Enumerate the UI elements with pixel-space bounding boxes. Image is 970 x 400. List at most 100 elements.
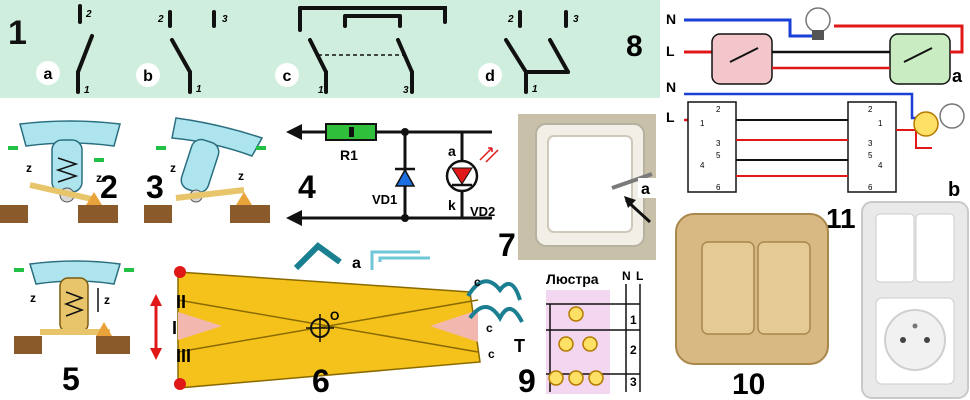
panel-11-left-contact-4: 4: [700, 161, 705, 170]
panel-11-right-contact-4: 4: [878, 161, 883, 170]
panel-1-background: [0, 0, 660, 98]
panel-10-key-right: [757, 241, 811, 335]
panel-7-label-a: a: [641, 181, 650, 198]
panel-2-green-mark-2: [94, 158, 104, 162]
panel-9-label-n: N: [622, 269, 631, 283]
socket-hole-right: [924, 337, 930, 343]
led-vd2-anode-label: a: [448, 143, 456, 159]
switch-b-label-badge: [136, 63, 160, 87]
panel-8-wiring: N L 8 a: [626, 7, 964, 86]
lightbulb-off-icon: [939, 103, 965, 129]
panel-4-arrow-top: [286, 124, 302, 140]
panel-7-screwdriver: [611, 172, 653, 190]
switch-box-b-left: [687, 101, 737, 193]
socket-recess: [884, 309, 946, 371]
panel-8-number: 8: [626, 30, 643, 63]
switch-socket-block: [861, 201, 969, 399]
panel-11-right-contact-5: 5: [868, 151, 873, 160]
panel-3-plunger: [180, 138, 220, 194]
panel-11-wiring: N L 1 2 3 4 5 6 1 2 3 4 5 6 b 11: [666, 79, 965, 234]
switch-d: [504, 10, 570, 94]
panel-9-chandelier: Люстра N L 1 2 3 9: [518, 269, 643, 399]
panel-2-label-z-left: z: [26, 161, 32, 175]
panel-4-number: 4: [298, 169, 316, 205]
switch-b-label: b: [143, 68, 153, 85]
panel-2-green-mark-1: [8, 146, 18, 150]
lamp-icon: [582, 336, 598, 352]
panel-6-label-t: T: [514, 336, 525, 356]
lightbulb-base-icon: [812, 30, 824, 40]
led-vd2-label: VD2: [470, 204, 495, 219]
lightbulb-icon: [805, 7, 831, 33]
panel-3-rocker-cap: [171, 117, 264, 157]
panel-4-node-bottom: [401, 214, 409, 222]
switch-c: [298, 6, 447, 94]
switch-b-contact-1: 1: [196, 84, 202, 95]
panel-6-clip-profile-icon: [370, 250, 430, 270]
switch-d-contact-2: 2: [507, 14, 514, 25]
switch-d-contact-1: 1: [532, 84, 538, 95]
socket-ground-pin: [912, 323, 918, 329]
panel-6-red-arrowhead-down: [150, 348, 162, 360]
panel-4-arrow-bottom: [286, 210, 302, 226]
panel-2-pivot: [86, 192, 102, 205]
switch-d-contact-3: 3: [573, 14, 579, 25]
panel-11-right-contact-3: 3: [868, 139, 873, 148]
panel-11-left-contact-1: 1: [700, 119, 705, 128]
panel-2-base-right: [78, 205, 118, 223]
panel-9-switch-1: 1: [630, 313, 637, 327]
panel-9-title: Люстра: [546, 271, 599, 287]
panel-2-number: 2: [100, 169, 118, 205]
panel-10-number: 10: [732, 368, 765, 400]
panel-4-node-top: [401, 128, 409, 136]
switch-c-contact-1: 1: [318, 85, 324, 96]
panel-8-label-n: N: [666, 11, 676, 27]
resistor-r1-label: R1: [340, 147, 358, 163]
switch-b-contact-2: 2: [157, 14, 164, 25]
panel-11-number: 11: [826, 203, 856, 234]
panel-7-switch-photo: a 7: [498, 114, 656, 263]
panel-5-spring: [63, 291, 85, 317]
diode-vd1-label: VD1: [372, 192, 397, 207]
panel-6-label-c-mid: c: [486, 321, 493, 335]
panel-11-label-b: b: [948, 179, 960, 201]
panel-5-green-mark-2: [124, 268, 134, 272]
lamp-icon: [568, 306, 584, 322]
panel-3-label-z-right: z: [238, 169, 244, 183]
panel-11-cross-lines: [736, 119, 932, 177]
panel-11-left-contact-2: 2: [716, 105, 721, 114]
panel-6-label-o: O: [330, 309, 339, 323]
panel-6-label-c-bottom: c: [488, 347, 495, 361]
panel-9-label-l: L: [636, 269, 643, 283]
panel-5-number: 5: [62, 361, 80, 397]
panel-8-label-a: a: [952, 66, 963, 86]
panel-5-rocker-cap: [29, 260, 121, 285]
panel-10-key-left: [701, 241, 755, 335]
resistor-r1-band: [349, 127, 354, 137]
panel-7-label-badge: [638, 178, 656, 198]
panel-5-label-z-left: z: [30, 291, 36, 305]
switch-box-a-left: [711, 33, 773, 85]
panel-3-base-left: [144, 205, 172, 223]
panel-6-layer-ii: II: [176, 292, 186, 312]
panel-6-ribbon-core-right: [430, 310, 478, 342]
panel-5-base-left: [14, 336, 42, 354]
panel-11-right-contact-2: 2: [868, 105, 873, 114]
panel-2-label-z-right: z: [96, 171, 102, 185]
panel-9-number: 9: [518, 363, 536, 399]
switch-c-label-badge: [275, 63, 299, 87]
panel-9-switch-2: 2: [630, 343, 637, 357]
lamp-icon: [568, 370, 584, 386]
socket-hole-left: [900, 337, 906, 343]
switch-socket-key-left: [875, 213, 915, 283]
panel-5-base-right: [96, 336, 130, 354]
panel-6-number: 6: [312, 363, 330, 399]
panel-2-base-left: [0, 205, 28, 223]
switch-socket-key-right: [915, 213, 955, 283]
panel-11-label-n: N: [666, 79, 676, 95]
switch-b: [168, 10, 216, 94]
panel-6-end-dot-bottom: [174, 378, 186, 390]
panel-3-green-mark-1: [156, 146, 166, 150]
panel-11-left-contact-5: 5: [716, 151, 721, 160]
